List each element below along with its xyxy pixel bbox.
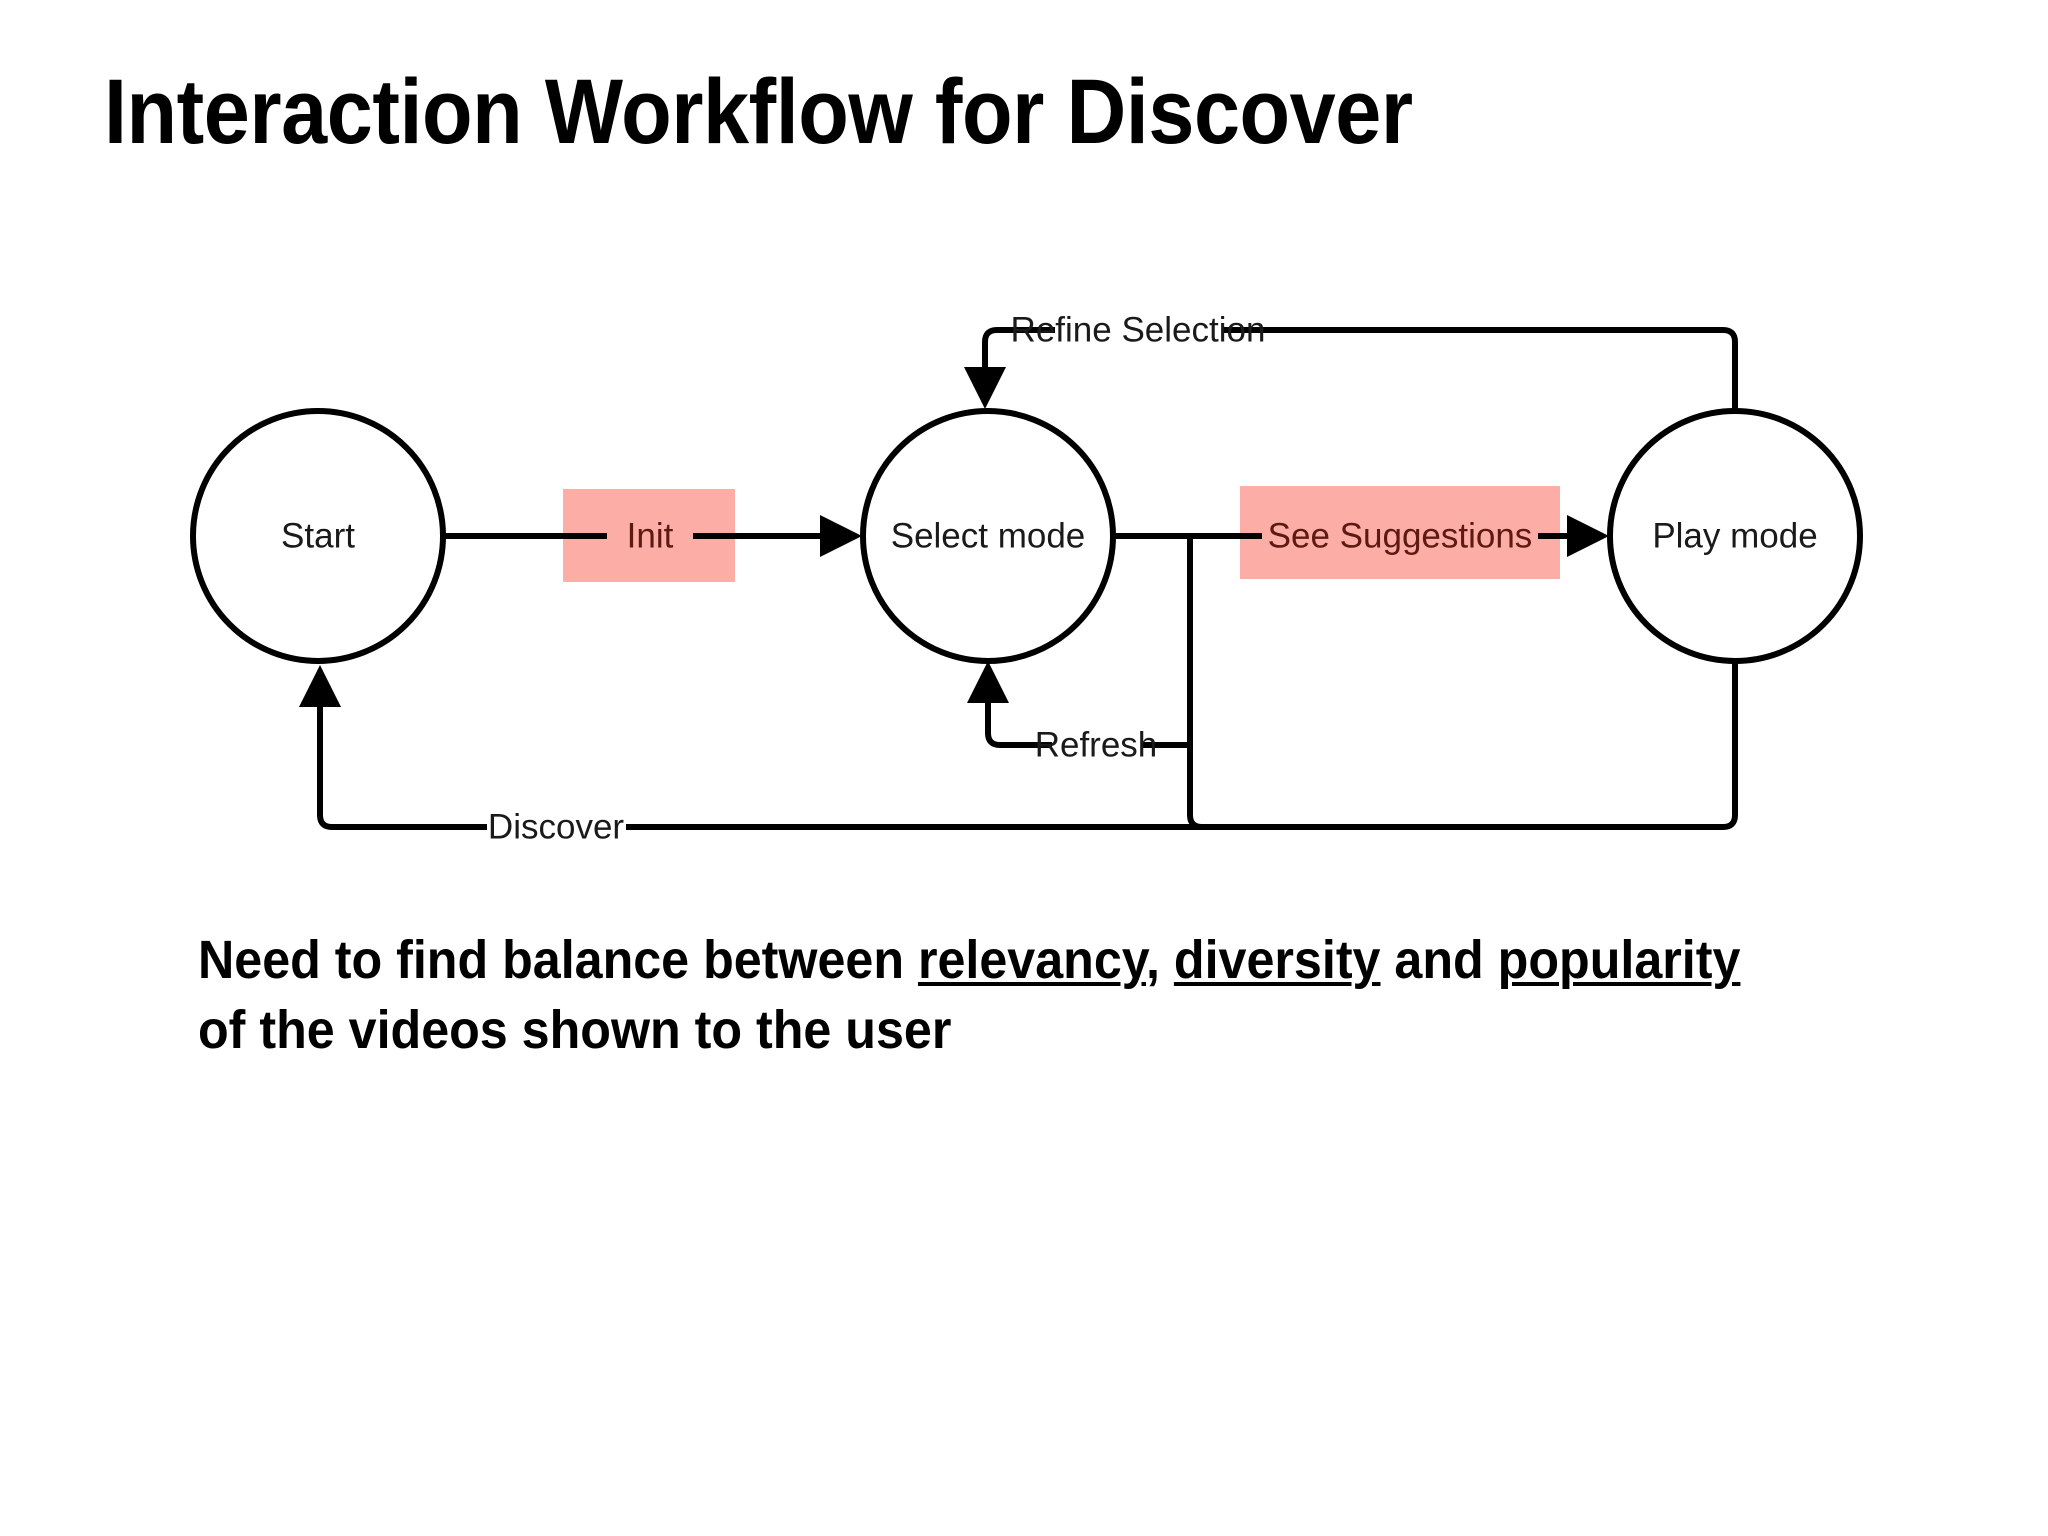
edge-label-discover: Discover	[488, 807, 624, 846]
node-play-mode-label: Play mode	[1652, 516, 1817, 555]
edge-discover	[299, 536, 1738, 830]
body-text-line1-prefix: Need to find balance between	[198, 930, 918, 990]
edge-discover-select-branch	[1187, 536, 1222, 830]
node-start-label: Start	[281, 516, 355, 555]
body-term-diversity: diversity	[1173, 930, 1381, 990]
node-start[interactable]: Start	[190, 408, 446, 664]
node-select-mode[interactable]: Select mode	[860, 408, 1116, 664]
node-play-mode[interactable]: Play mode	[1607, 408, 1863, 664]
see-suggestions-highlight-box	[1240, 486, 1560, 579]
edge-label-see-suggestions: See Suggestions	[1268, 516, 1533, 555]
body-separator-1: ,	[1145, 930, 1174, 990]
body-term-relevancy: relevancy	[917, 930, 1146, 990]
node-start-circle[interactable]	[190, 408, 446, 664]
workflow-diagram: Start Select mode Play mode Init See Sug…	[190, 310, 1863, 846]
edge-discover-rail-left	[299, 665, 487, 830]
edge-refine-line-right	[1222, 327, 1738, 411]
body-text-line2: of the videos shown to the user	[198, 1000, 952, 1060]
edge-refresh	[967, 661, 1190, 748]
body-term-popularity: popularity	[1497, 930, 1741, 990]
edge-refresh-line-left	[967, 661, 1052, 748]
node-select-mode-circle[interactable]	[860, 408, 1116, 664]
edge-refine-line-left	[964, 327, 1055, 409]
edge-refine-selection	[964, 327, 1738, 411]
diagram-canvas: Start Select mode Play mode Init See Sug…	[190, 310, 1863, 846]
body-separator-2: and	[1380, 930, 1498, 990]
body-text: Need to find balance between relevancy, …	[198, 925, 1779, 1065]
edge-discover-play-branch	[1202, 661, 1738, 830]
edge-label-init: Init	[627, 516, 674, 555]
node-play-mode-circle[interactable]	[1607, 408, 1863, 664]
node-select-mode-label: Select mode	[891, 516, 1086, 555]
edge-label-refresh: Refresh	[1035, 725, 1158, 764]
edge-label-refine-selection: Refine Selection	[1011, 310, 1266, 349]
page-title: Interaction Workflow for Discover	[104, 61, 1413, 163]
